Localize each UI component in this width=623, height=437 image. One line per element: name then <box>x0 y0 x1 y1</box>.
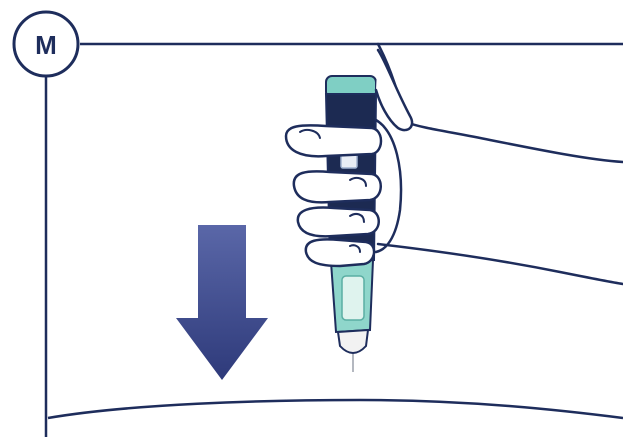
forearm <box>378 44 623 284</box>
step-badge: M <box>14 12 78 76</box>
step-label: M <box>35 30 57 60</box>
arrow-down-icon <box>176 225 268 380</box>
skin-surface-line <box>48 400 623 418</box>
